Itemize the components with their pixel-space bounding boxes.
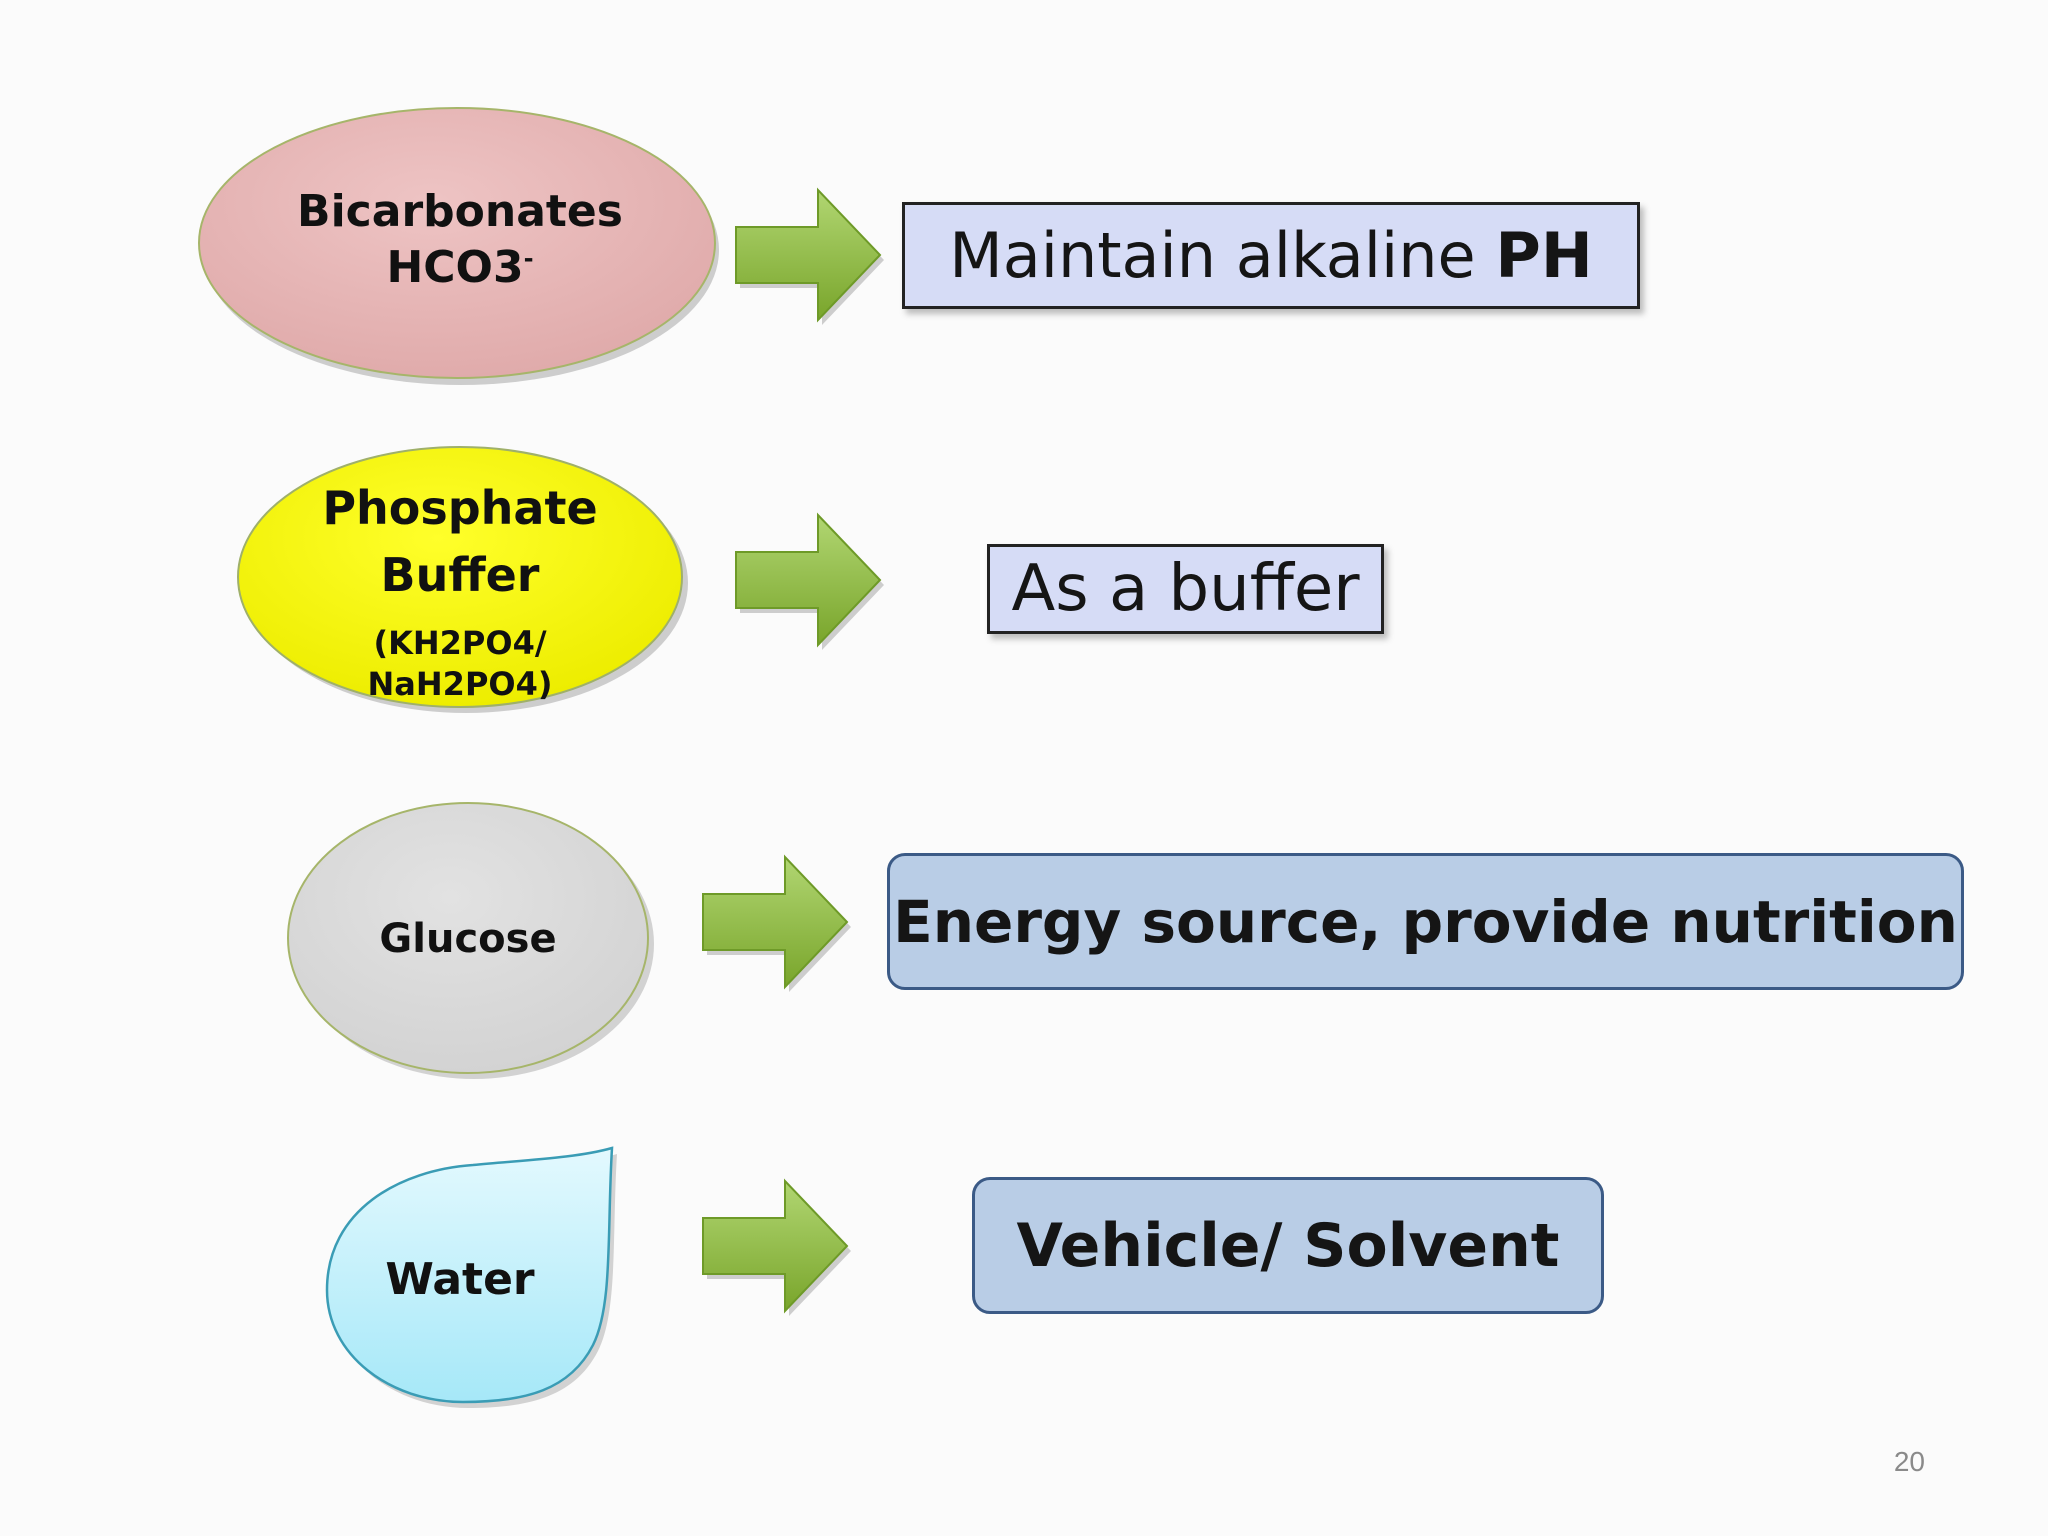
phosphate-buffer-ellipse	[237, 446, 688, 713]
role-box-buffer: As a buffer	[987, 544, 1384, 634]
water-drop-shape	[325, 1146, 617, 1408]
glucose-name: Glucose	[379, 916, 557, 963]
page-number: 20	[1893, 1446, 1925, 1477]
bicarbonates-ellipse	[198, 107, 719, 385]
role-text-alkaline: Maintain alkaline PH	[949, 219, 1593, 292]
glucose-label: Glucose	[288, 900, 648, 980]
glucose-ellipse	[287, 802, 654, 1079]
right-arrow-icon	[735, 187, 884, 325]
role-text-buffer: As a buffer	[1011, 552, 1360, 626]
bicarbonates-formula: HCO3-	[386, 242, 534, 293]
bicarbonates-label: Bicarbonates HCO3-	[205, 165, 715, 315]
right-arrow-icon	[702, 854, 851, 992]
right-arrow-icon	[735, 512, 884, 650]
bicarbonates-name: Bicarbonates	[297, 185, 623, 237]
phosphate-formula-line1: (KH2PO4/	[373, 623, 547, 662]
phosphate-formula-line2: NaH2PO4)	[367, 664, 553, 703]
phosphate-buffer-label: Phosphate Buffer (KH2PO4/ NaH2PO4)	[230, 470, 690, 710]
bicarbonates-charge: -	[523, 244, 534, 273]
water-label: Water	[330, 1240, 590, 1320]
role-box-solvent: Vehicle/ Solvent	[972, 1177, 1604, 1314]
phosphate-buffer-name: Phosphate Buffer	[322, 481, 598, 603]
role-box-energy: Energy source, provide nutrition	[887, 853, 1964, 990]
role-text-energy: Energy source, provide nutrition	[893, 887, 1958, 956]
role-text-solvent: Vehicle/ Solvent	[1016, 1210, 1560, 1281]
role-box-alkaline: Maintain alkaline PH	[902, 202, 1640, 309]
water-name: Water	[385, 1253, 535, 1305]
right-arrow-icon	[702, 1178, 851, 1316]
